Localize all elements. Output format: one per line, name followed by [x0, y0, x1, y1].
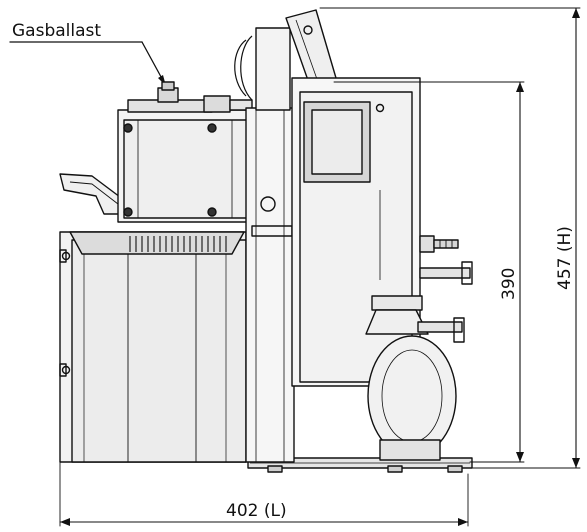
dimension-height-inner: 390	[333, 81, 525, 463]
pump-side-view	[59, 9, 473, 473]
dim-length-label: 402 (L)	[226, 501, 287, 521]
dimension-height: 457 (H)	[319, 7, 581, 469]
gas-ballast-label: Gasballast	[12, 21, 101, 41]
dim-height-label: 457 (H)	[555, 226, 575, 290]
dim-height-inner-label: 390	[499, 268, 519, 300]
dimension-length: 402 (L)	[59, 459, 469, 527]
gas-ballast-callout: Gasballast	[9, 21, 167, 87]
